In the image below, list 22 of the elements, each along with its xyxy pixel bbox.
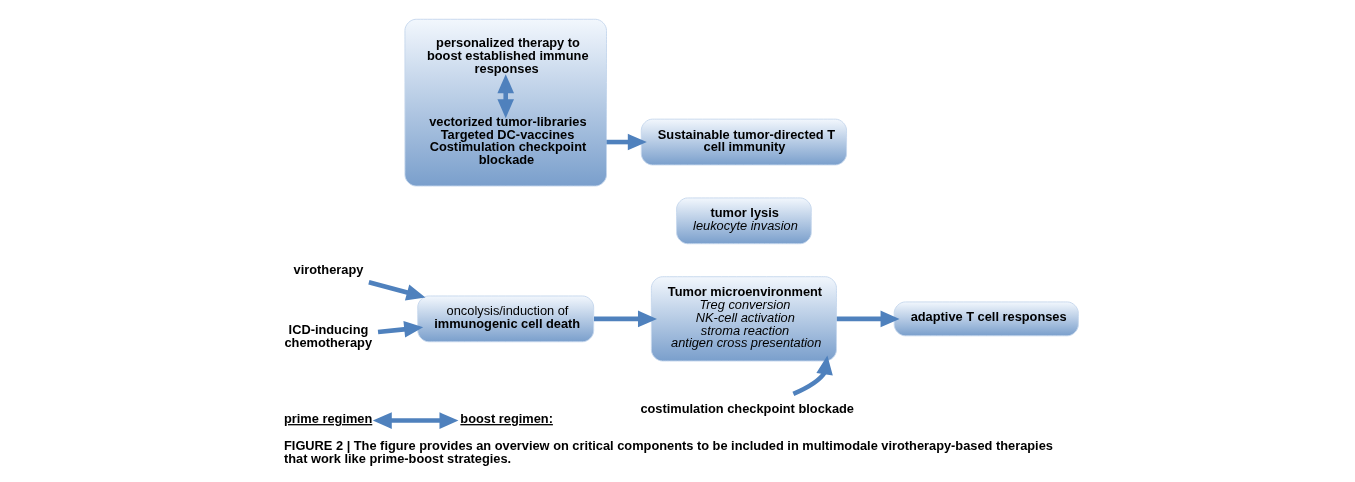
node-text: vectorized tumor-libraries Targeted DC-vaccines Costimulation checkpoint blockade [429, 113, 587, 168]
arrow [377, 321, 424, 338]
arrow [606, 133, 647, 151]
node-box: Sustainable tumor-directed T cell immunity [640, 118, 847, 166]
node-text: virotherapy [293, 261, 364, 277]
arrow [497, 74, 515, 119]
arrow [372, 412, 459, 429]
arrow [368, 279, 426, 301]
node-text: personalized therapy to boost established immune responses [426, 34, 589, 76]
cluster [404, 18, 607, 187]
node-text: ICD-inducing chemotherapy [284, 321, 373, 350]
arrow [792, 355, 833, 396]
node-box: oncolysis/induction of immunogenic cell death [417, 295, 595, 343]
node-box: tumor lysis leukocyte invasion [676, 197, 812, 245]
node-text: boost regimen: [460, 411, 553, 427]
node-text: costimulation checkpoint blockade [640, 400, 854, 416]
arrow [594, 310, 657, 328]
caption: FIGURE 2 | The figure provides an overview on critical components to be included in multimodale virotherapy-based therapies that work like prime-boost strategies. [283, 438, 1053, 466]
node-text: prime regimen [283, 411, 373, 427]
node-box: Tumor microenvironment Treg conversion NK-cell activation stroma reaction antigen cross presentation [650, 276, 837, 362]
node-box: adaptive T cell responses [893, 301, 1079, 337]
arrow [836, 310, 900, 328]
